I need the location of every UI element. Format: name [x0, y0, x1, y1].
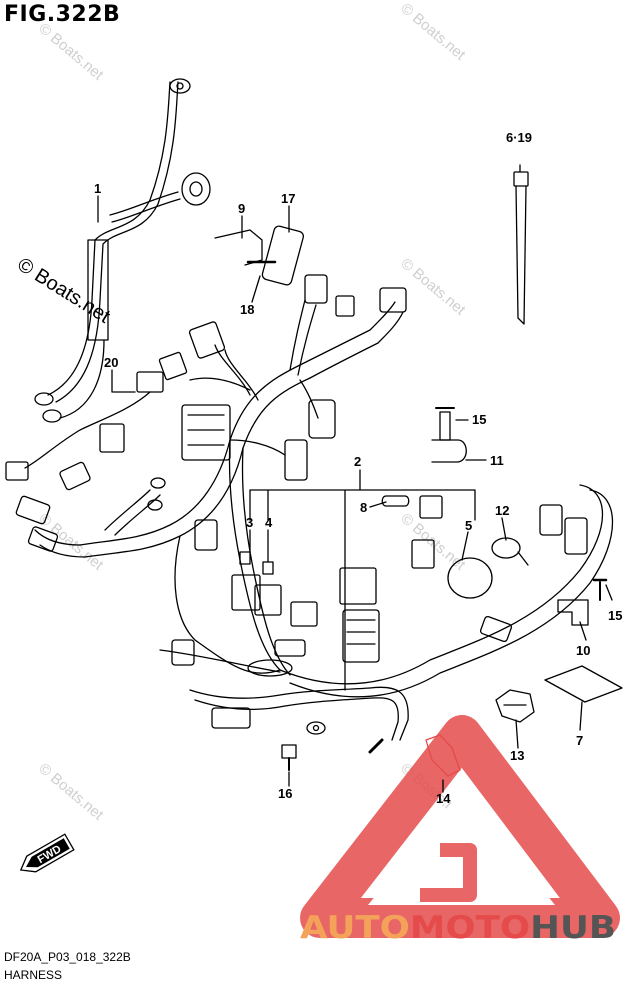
brand-auto: AUTO [300, 910, 410, 946]
watermarks: © Boats.net © Boats.net © Boats.net © Bo… [13, 0, 469, 824]
callout-16: 16 [278, 786, 292, 801]
drawing-code: DF20A_P03_018_322B [4, 950, 131, 964]
buzzer-5 [447, 557, 493, 599]
brand-moto: MOTO [410, 910, 530, 946]
callout-6-19: 6·19 [506, 130, 532, 145]
wiring-harness [5, 78, 623, 793]
relay-8 [419, 495, 443, 519]
watermark: © Boats.net [397, 510, 469, 574]
callout-9: 9 [238, 201, 245, 216]
callout-3: 3 [246, 515, 253, 530]
callout-12: 12 [495, 503, 509, 518]
callout-15b: 15 [608, 608, 622, 623]
callout-5: 5 [465, 518, 472, 533]
fwd-arrow-icon: FWD [19, 833, 75, 873]
watermark: © Boats.net [35, 760, 107, 824]
ecu-connector [181, 404, 231, 461]
brand-hub: HUB [530, 910, 616, 946]
callout-13: 13 [510, 748, 524, 763]
callout-4: 4 [265, 515, 273, 530]
callout-1: 1 [94, 181, 101, 196]
callout-2: 2 [354, 454, 361, 469]
watermark: © Boats.net [35, 20, 107, 84]
watermark: © Boats.net [397, 255, 469, 319]
figure-name: HARNESS [4, 968, 63, 982]
callout-7: 7 [576, 733, 583, 748]
callout-15a: 15 [472, 412, 486, 427]
callout-10: 10 [576, 643, 590, 658]
watermark: © Boats.net [397, 0, 469, 64]
callout-14: 14 [436, 791, 451, 806]
callout-17: 17 [281, 191, 295, 206]
figure-title: FIG.322B [4, 2, 121, 27]
callouts: 1 2 3 4 5 6·19 7 8 9 10 11 12 13 14 15 1… [94, 130, 622, 806]
callout-20: 20 [104, 355, 118, 370]
callout-11: 11 [490, 453, 504, 468]
callout-8: 8 [360, 500, 367, 515]
brand-triangle [300, 715, 620, 938]
callout-18: 18 [240, 302, 254, 317]
